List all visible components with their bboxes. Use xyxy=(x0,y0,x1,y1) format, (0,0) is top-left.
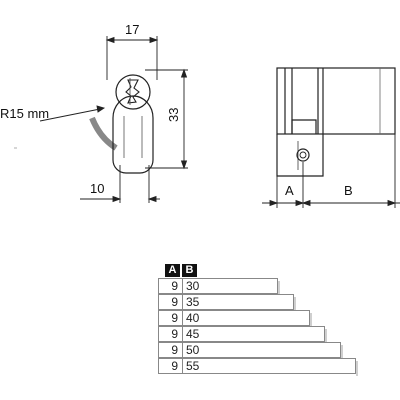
dim-height-33 xyxy=(145,68,188,170)
table-header-a: A xyxy=(165,264,180,277)
dim-label-10: 10 xyxy=(90,181,104,196)
dim-label-17: 17 xyxy=(125,22,139,37)
dim-a-b xyxy=(262,134,400,208)
cell-a: 9 xyxy=(159,343,183,357)
dim-label-33: 33 xyxy=(166,108,181,122)
dim-width-17 xyxy=(105,36,159,80)
dim-cam-10 xyxy=(80,165,160,203)
dim-label-b: B xyxy=(344,183,353,198)
table-row: 9 45 xyxy=(158,326,327,344)
cell-a: 9 xyxy=(159,295,183,309)
dim-label-a: A xyxy=(285,183,294,198)
cell-b: 35 xyxy=(186,295,200,309)
cell-a: 9 xyxy=(159,311,183,325)
table-row: 9 55 xyxy=(158,358,358,376)
cylinder-body xyxy=(276,67,396,135)
table-header-b: B xyxy=(182,264,197,277)
plug-circle xyxy=(115,74,151,110)
cylinder-stem xyxy=(276,134,324,177)
side-view xyxy=(276,67,396,177)
radius-leader xyxy=(39,105,106,122)
cam-slot xyxy=(291,119,317,134)
cell-a: 9 xyxy=(159,327,183,341)
screw-hole xyxy=(296,148,310,162)
table-row: 9 40 xyxy=(158,310,312,328)
cell-a: 9 xyxy=(159,279,183,293)
radius-label: R15 mm xyxy=(0,106,49,121)
keyway xyxy=(125,79,140,104)
cell-b: 40 xyxy=(186,311,200,325)
cell-b: 50 xyxy=(186,343,200,357)
table-row: 9 35 xyxy=(158,294,296,312)
table-row: 9 30 xyxy=(158,278,280,296)
cell-a: 9 xyxy=(159,359,183,373)
table-row: 9 50 xyxy=(158,342,343,360)
cell-b: 45 xyxy=(186,327,200,341)
cell-b: 55 xyxy=(186,359,200,373)
cell-b: 30 xyxy=(186,279,200,293)
